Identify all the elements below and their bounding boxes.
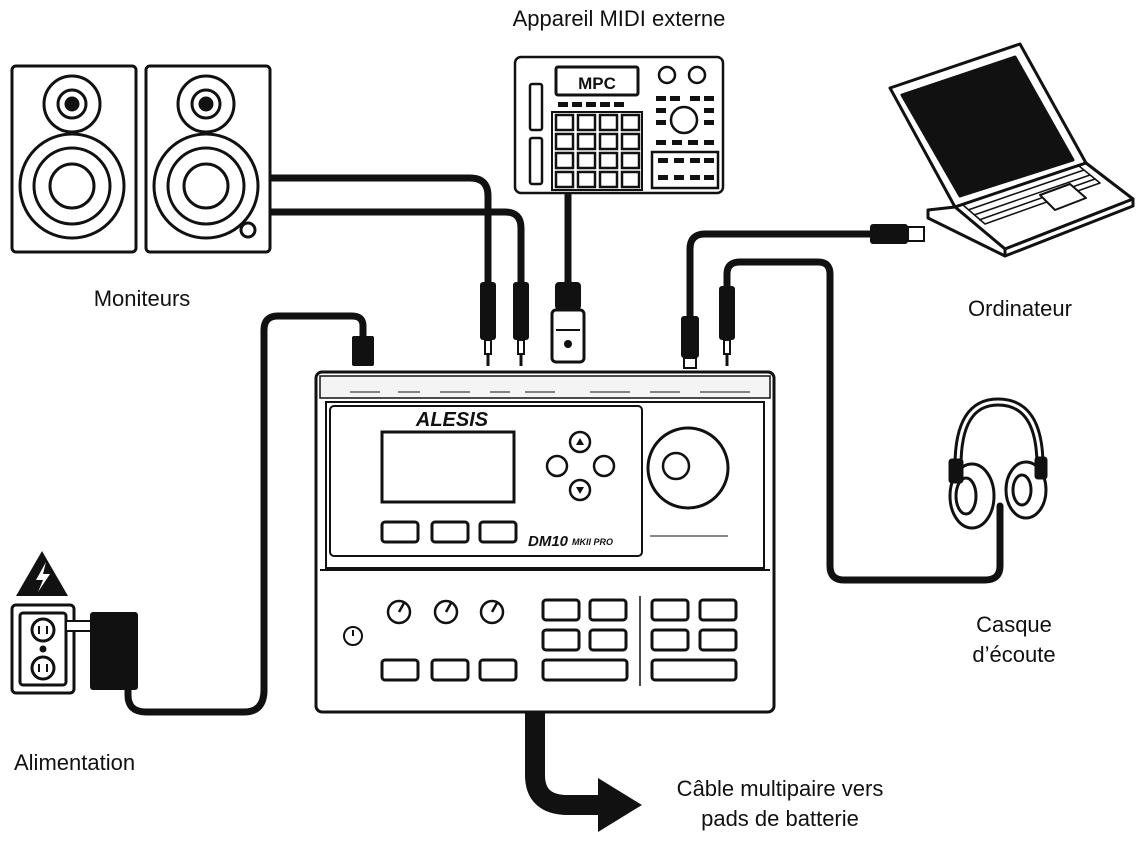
monitor-right (144, 64, 272, 254)
model-suffix: MKII PRO (572, 537, 613, 547)
mpc-buttons (558, 96, 714, 145)
knobs (386, 599, 505, 625)
usb-plug-device (681, 316, 699, 369)
studio-monitors (10, 64, 272, 254)
cable-monitor-right (266, 208, 525, 296)
power-adapter (65, 612, 138, 690)
label-headphones-line1: Casque (976, 612, 1052, 637)
label-midi-device: Appareil MIDI externe (512, 6, 726, 31)
cable-headphones (723, 258, 1004, 584)
multicable-arrow (525, 712, 604, 815)
power-plug-device (352, 336, 374, 366)
cable-power (124, 312, 367, 716)
warning-icon (16, 551, 68, 596)
midi-device: MPC (513, 55, 725, 195)
multicable-arrow-head (598, 778, 642, 832)
monitor-left (10, 64, 138, 254)
mpc-pads (554, 113, 641, 189)
jack-plug-headphones (719, 286, 735, 366)
mpc-screen-text: MPC (578, 74, 616, 93)
label-computer: Ordinateur (968, 296, 1072, 321)
headphones (948, 397, 1048, 530)
model-name: DM10 (528, 533, 569, 550)
power-button (343, 626, 363, 646)
label-power: Alimentation (14, 750, 136, 775)
cables (124, 174, 1004, 716)
power-outlet (10, 603, 76, 695)
laptop (888, 42, 1135, 258)
function-buttons (541, 598, 738, 682)
label-monitors: Moniteurs (93, 286, 191, 311)
label-headphones-line2: d’écoute (972, 642, 1056, 667)
brand-logo: ALESIS (415, 409, 489, 431)
laptop-keyboard (962, 165, 1101, 225)
kit-buttons (380, 658, 518, 682)
soft-buttons (380, 520, 518, 544)
label-headphones: Casque d’écoute (972, 610, 1055, 670)
jack-plug-monitor-right (513, 282, 529, 366)
cable-usb (686, 230, 876, 324)
nav-buttons (545, 430, 616, 502)
label-multicable: Câble multipaire vers pads de batterie (677, 774, 884, 834)
label-multicable-line2: pads de batterie (701, 806, 859, 831)
usb-plug-computer (870, 224, 925, 244)
drum-module: ALESIS DM10 MKII PRO (314, 370, 776, 714)
laptop-trackpad (1039, 183, 1087, 211)
jack-plug-monitor-left (480, 282, 496, 366)
cable-monitor-left (266, 174, 492, 296)
label-multicable-line1: Câble multipaire vers (676, 776, 884, 801)
midi-plug (550, 282, 586, 364)
